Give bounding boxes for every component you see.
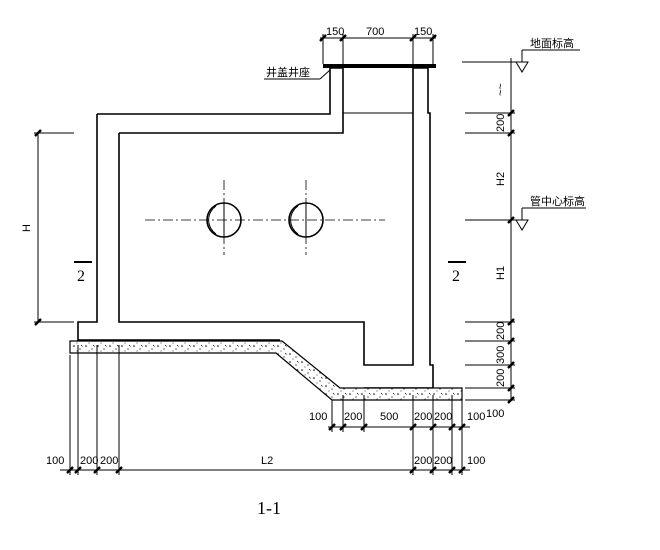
pipe-center-label: 管中心标高 — [530, 194, 585, 208]
cover-label-text: 井盖井座 — [266, 65, 310, 79]
top-dim-3: 150 — [414, 26, 432, 38]
right-dimension: ~~ 200 H2 H1 200 300 200 100 — [462, 58, 520, 420]
row1-dim-5: 200 — [434, 411, 452, 423]
bottom-dimension-row2: 100 200 200 L2 200 200 100 — [46, 345, 485, 475]
concrete-base — [69, 340, 463, 401]
top-dim-1: 150 — [326, 26, 344, 38]
right-dim-200-mid: 200 — [495, 322, 507, 340]
row2-dim-5: 200 — [414, 455, 432, 467]
manhole-cover — [323, 64, 436, 68]
row1-dim-3: 500 — [380, 411, 398, 423]
row1-dim-6: 100 — [467, 411, 485, 423]
top-dim-2: 700 — [366, 26, 384, 38]
ground-label: 地面标高 — [530, 36, 574, 50]
chamber-outline — [77, 67, 434, 389]
section-mark-right-text: 2 — [452, 268, 460, 285]
row1-dim-1: 100 — [309, 411, 327, 423]
pipe-center-elevation-marker: 管中心标高 — [515, 194, 586, 231]
right-dim-h2: H2 — [495, 172, 507, 186]
section-mark-right: 2 — [448, 261, 466, 285]
section-mark-left-text: 2 — [77, 268, 85, 285]
right-dim-200-bot: 200 — [495, 369, 507, 387]
left-dim-h: H — [21, 224, 33, 232]
section-mark-left: 2 — [74, 261, 92, 285]
top-dimension: 150 700 150 — [319, 26, 437, 68]
bottom-dimension-row1: 100 200 500 200 200 100 — [309, 395, 485, 432]
row2-dim-l2: L2 — [261, 455, 273, 467]
row2-dim-7: 100 — [467, 455, 485, 467]
right-dim-break: ~~ — [495, 83, 507, 96]
center-lines — [145, 180, 385, 255]
right-dim-200-top: 200 — [495, 114, 507, 132]
left-dimension: H — [21, 129, 74, 326]
right-dim-100: 100 — [486, 408, 504, 420]
row2-dim-6: 200 — [434, 455, 452, 467]
row2-dim-3: 200 — [100, 455, 118, 467]
cover-label: 井盖井座 — [264, 65, 331, 80]
right-dim-h1: H1 — [495, 266, 507, 280]
row2-dim-2: 200 — [80, 455, 98, 467]
row1-dim-2: 200 — [344, 411, 362, 423]
ground-elevation-marker: 地面标高 — [515, 36, 580, 73]
row2-dim-1: 100 — [46, 455, 64, 467]
row1-dim-4: 200 — [414, 411, 432, 423]
right-dim-300: 300 — [495, 346, 507, 364]
drawing-title: 1-1 — [257, 498, 281, 518]
